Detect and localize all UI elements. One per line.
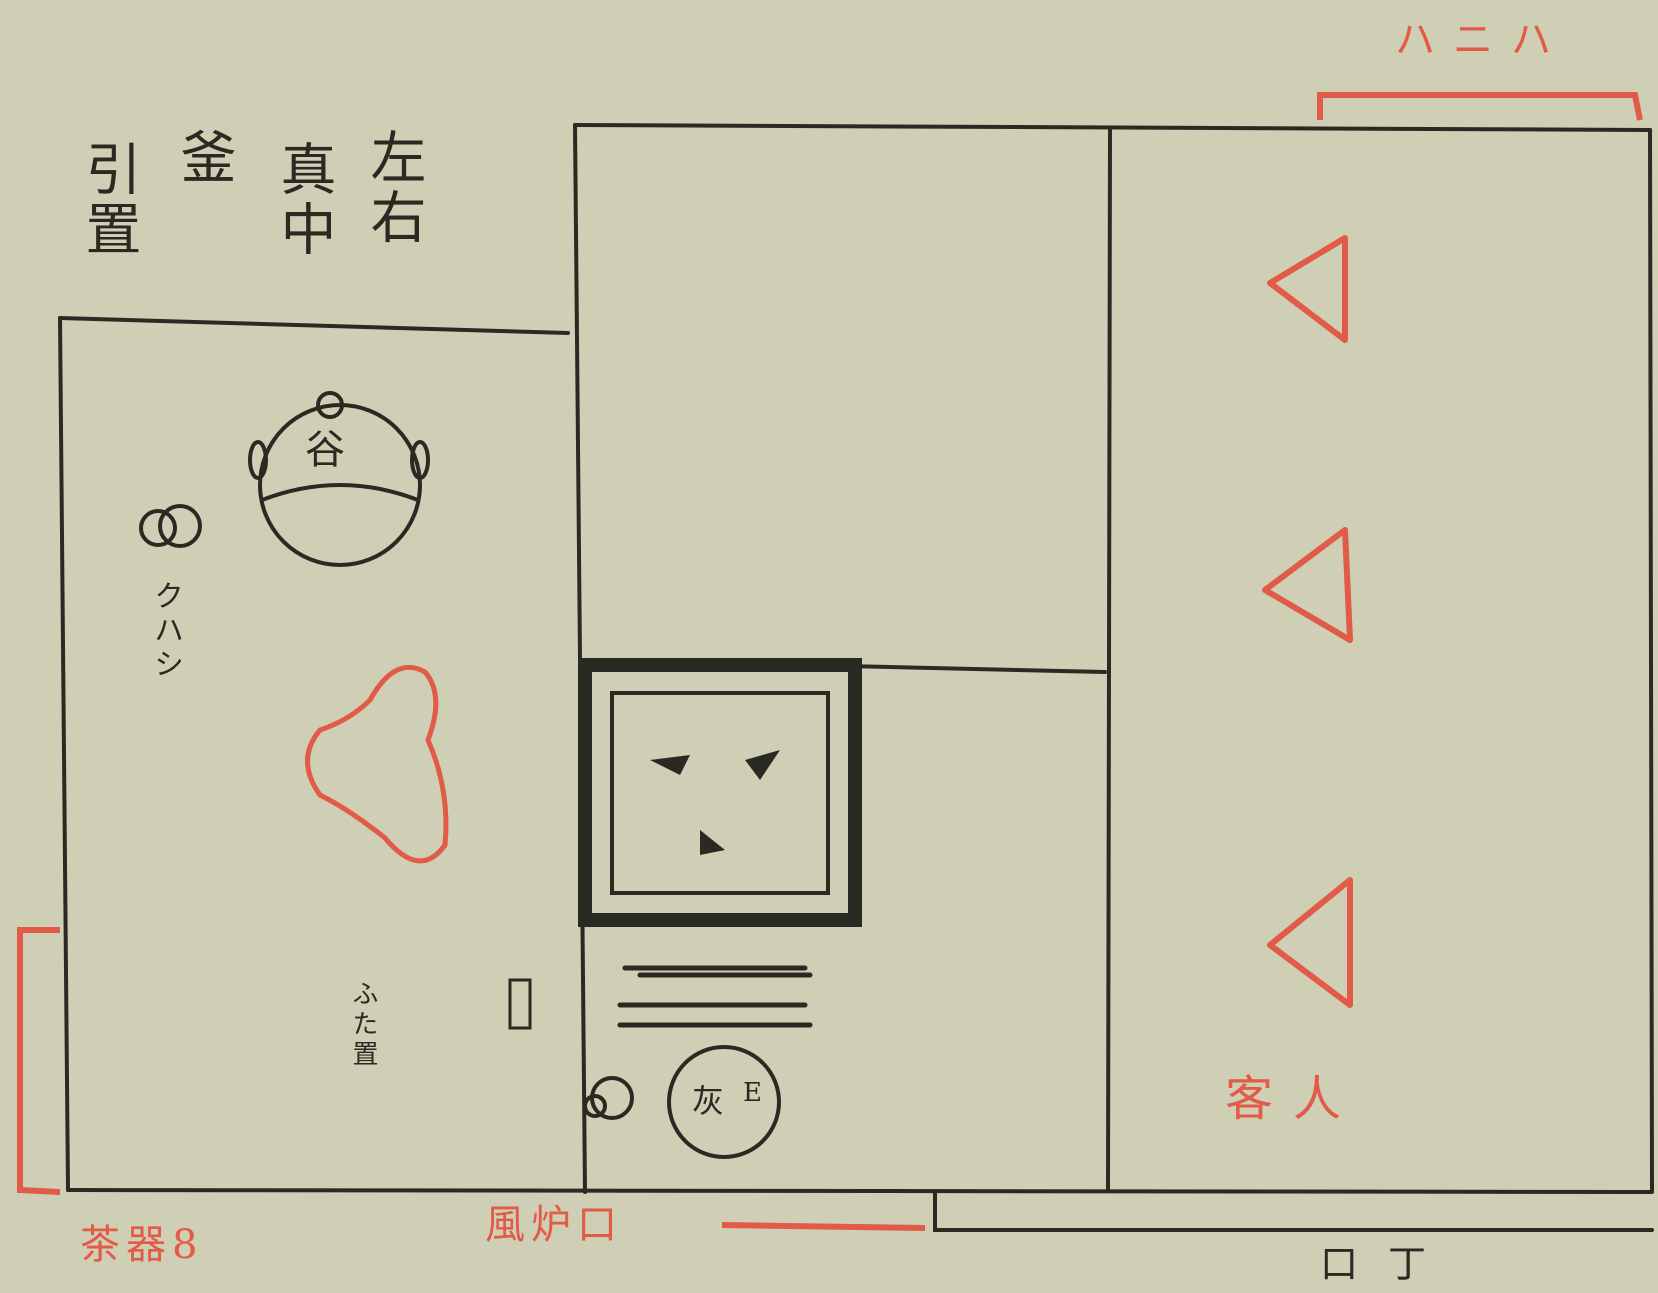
red-cloud-shape	[305, 665, 449, 864]
top-right-bracket	[1317, 92, 1643, 121]
kettle-glyph: 谷	[305, 427, 349, 473]
top-right-note: ハニハ	[1395, 17, 1569, 63]
left-bracket	[17, 927, 61, 1195]
small-bowl-icon	[139, 504, 202, 548]
hai-circle-icon	[667, 1045, 781, 1159]
utensil-lines	[617, 965, 813, 1028]
bottom-left-note: 茶器8	[80, 1222, 204, 1268]
heading-col-2: 真中	[271, 140, 336, 260]
bottom-mid-note: 風炉口	[485, 1202, 623, 1248]
small-bowl-icon-2	[583, 1076, 634, 1120]
room-bottom-step	[933, 1190, 1654, 1232]
kettle-icon	[248, 391, 430, 567]
brazier	[578, 658, 862, 927]
hai-glyph: 灰	[692, 1082, 729, 1120]
bottom-right-note: 口丁	[1320, 1242, 1457, 1286]
divider-right	[1106, 128, 1112, 1192]
heading-col-1: 左右	[361, 128, 426, 248]
heading-col-4: 引置	[76, 140, 141, 260]
futaoki-square	[508, 978, 532, 1030]
red-triangle-markers	[1262, 235, 1353, 1008]
e-glyph: E	[743, 1078, 766, 1108]
left-mat-top	[58, 316, 570, 335]
left-mat-left	[58, 316, 70, 1192]
room-right-wall	[1648, 128, 1654, 1192]
futaoki-label: ふた置	[348, 980, 378, 1070]
guest-seat-label: 客人	[1225, 1071, 1362, 1127]
room-top-wall	[573, 123, 1652, 132]
room-bottom-wall	[66, 1188, 1654, 1194]
heading-col-3: 釜	[171, 128, 236, 188]
kunshi-label: クハシ	[148, 580, 183, 682]
bottom-mid-line	[721, 1222, 926, 1231]
